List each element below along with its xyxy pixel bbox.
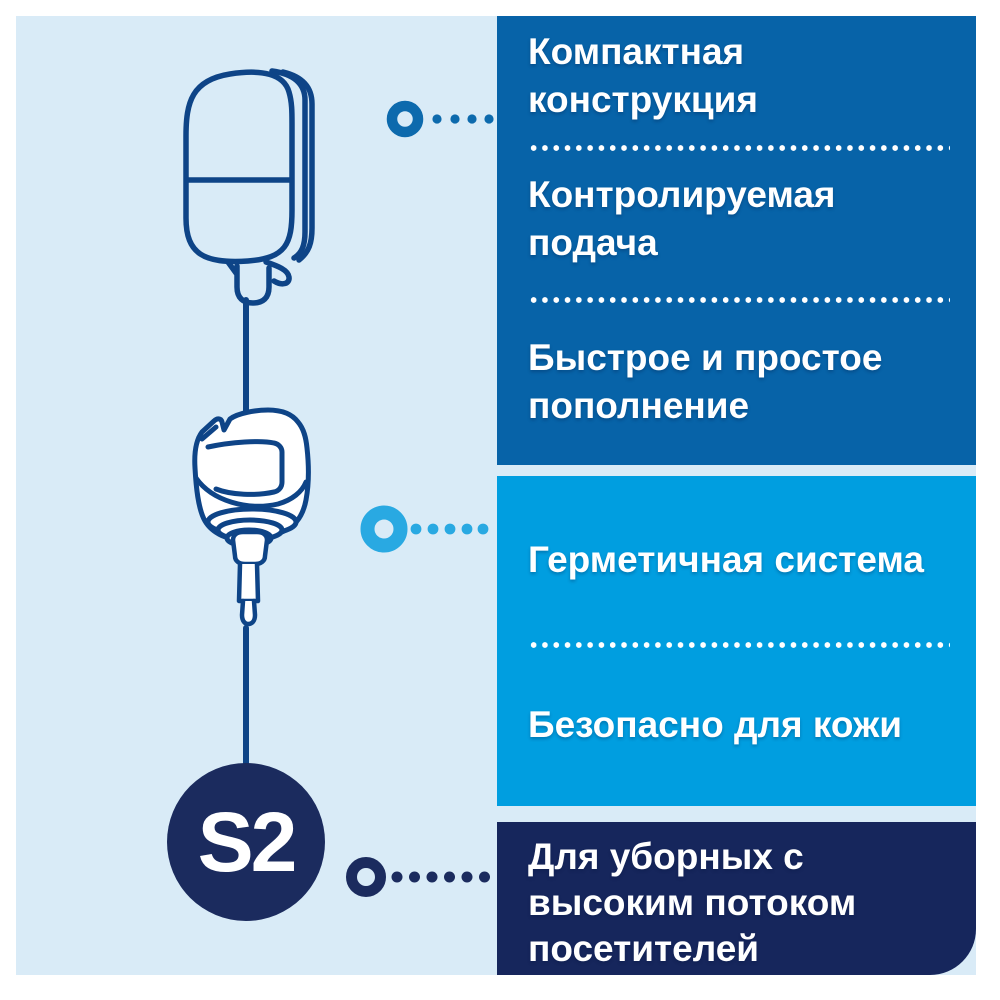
feature-text: Компактная конструкция: [528, 31, 758, 120]
dotted-leader-blue: [432, 114, 494, 124]
ring-marker-cyan-icon: [360, 505, 408, 553]
dispenser-nozzle-cup: [234, 263, 272, 306]
soap-dispenser-icon: [183, 68, 315, 306]
dotted-divider: [528, 297, 950, 303]
dispenser-side-line-2: [280, 69, 315, 263]
pump-tube: [236, 561, 261, 604]
leader-row-middle: [360, 505, 489, 553]
bottle-handle-line: [199, 424, 219, 442]
refill-bottle-icon: [192, 407, 311, 627]
dispenser-lever-curve: [263, 259, 292, 287]
ring-marker-blue-icon: [386, 100, 424, 138]
dotted-leader-cyan: [410, 523, 489, 535]
system-badge-circle: [167, 763, 325, 921]
ring-marker-navy-icon: [346, 857, 386, 897]
feature-text: Безопасно для кожи: [528, 704, 902, 745]
product-illustration: [167, 68, 494, 921]
pump-collar: [230, 529, 270, 567]
feature-text: Герметичная система: [528, 539, 924, 580]
dispenser-body: [183, 69, 295, 265]
infographic-canvas: S2 Компактная конструкция Контролируемая…: [16, 16, 976, 975]
feature-text: Для уборных с высоким потоком посетителе…: [528, 836, 857, 969]
dotted-divider: [528, 145, 950, 151]
feature-text: Быстрое и простое пополнение: [528, 337, 883, 426]
system-badge-label: S2: [197, 794, 298, 889]
feature-panel-dispenser: Компактная конструкция Контролируемая по…: [497, 16, 976, 465]
dotted-leader-navy: [391, 871, 490, 883]
bottle-label-line: [205, 439, 285, 497]
feature-panel-refill: Герметичная система Безопасно для кожи: [497, 476, 976, 806]
feature-text: Контролируемая подача: [528, 174, 836, 263]
dotted-divider: [528, 642, 950, 648]
bottle-shoulder-curve: [193, 475, 309, 509]
pump-tip: [239, 598, 258, 627]
leader-row-bottom: [346, 857, 490, 897]
feature-panel-usage: Для уборных с высоким потоком посетителе…: [497, 822, 976, 975]
leader-row-top: [386, 100, 494, 138]
